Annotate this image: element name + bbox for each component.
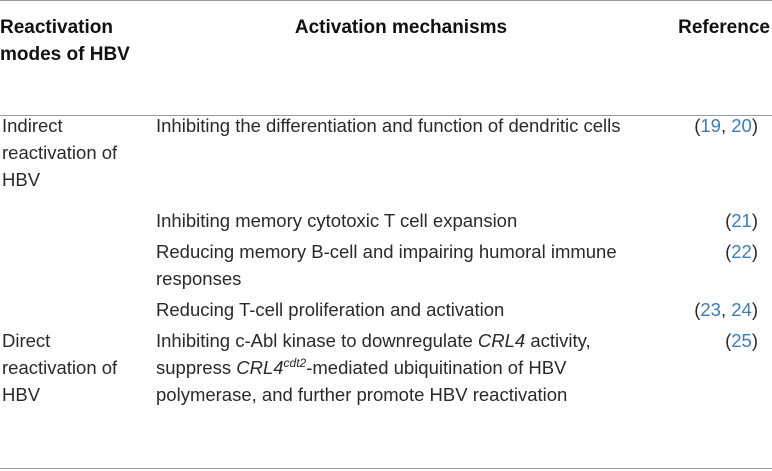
reference-cell: (25) <box>725 330 758 351</box>
mechanism-cell: Inhibiting c-Abl kinase to downregulate … <box>146 323 656 408</box>
mode-cell <box>0 292 146 323</box>
header-rule <box>0 115 772 116</box>
top-rule <box>0 0 772 1</box>
table-row: Direct reactivation of HBV Inhibiting c-… <box>0 323 772 408</box>
reference-link[interactable]: 19 <box>700 115 721 136</box>
reference-link[interactable]: 24 <box>731 299 752 320</box>
reference-link[interactable]: 25 <box>731 330 752 351</box>
bottom-rule <box>0 468 772 469</box>
mechanism-cell: Reducing memory B-cell and impairing hum… <box>156 241 617 289</box>
mechanism-cell: Inhibiting memory cytotoxic T cell expan… <box>156 210 518 231</box>
mechanism-text: activity, suppress <box>156 330 591 378</box>
table-row: Reducing T-cell proliferation and activa… <box>0 292 772 323</box>
gene-name: CRL4 <box>477 330 526 351</box>
reference-link[interactable]: 22 <box>731 241 752 262</box>
table-row: Indirect reactivation of HBV Inhibiting … <box>0 88 772 193</box>
reference-cell: (21) <box>725 210 758 231</box>
gene-name: CRL4 <box>236 357 284 378</box>
reference-link[interactable]: 20 <box>731 115 752 136</box>
mode-cell <box>0 193 146 234</box>
reference-link[interactable]: 21 <box>731 210 752 231</box>
mode-cell: Indirect reactivation of HBV <box>2 115 118 190</box>
header-reference: Reference <box>678 17 770 38</box>
mechanism-text: Inhibiting c-Abl kinase to downregulate <box>156 330 478 351</box>
mode-cell <box>0 234 146 292</box>
mode-cell: Direct reactivation of HBV <box>2 330 118 405</box>
mechanism-cell: Inhibiting the differentiation and funct… <box>156 115 621 136</box>
header-mode: Reactivation modes of HBV <box>0 17 130 65</box>
gene-superscript: cdt2 <box>283 355 307 370</box>
header-mechanism: Activation mechanisms <box>294 17 508 38</box>
mechanism-cell: Reducing T-cell proliferation and activa… <box>156 299 505 320</box>
reference-cell: (22) <box>725 241 758 262</box>
mechanism-text: -mediated ubiquitination of HBV polymera… <box>156 357 568 405</box>
table-row: Inhibiting memory cytotoxic T cell expan… <box>0 193 772 234</box>
reactivation-table: Reactivation modes of HBV Activation mec… <box>0 6 772 408</box>
reference-cell: (19, 20) <box>694 115 758 136</box>
header-row: Reactivation modes of HBV Activation mec… <box>0 6 772 88</box>
reference-cell: (23, 24) <box>694 299 758 320</box>
reference-link[interactable]: 23 <box>700 299 721 320</box>
table-row: Reducing memory B-cell and impairing hum… <box>0 234 772 292</box>
